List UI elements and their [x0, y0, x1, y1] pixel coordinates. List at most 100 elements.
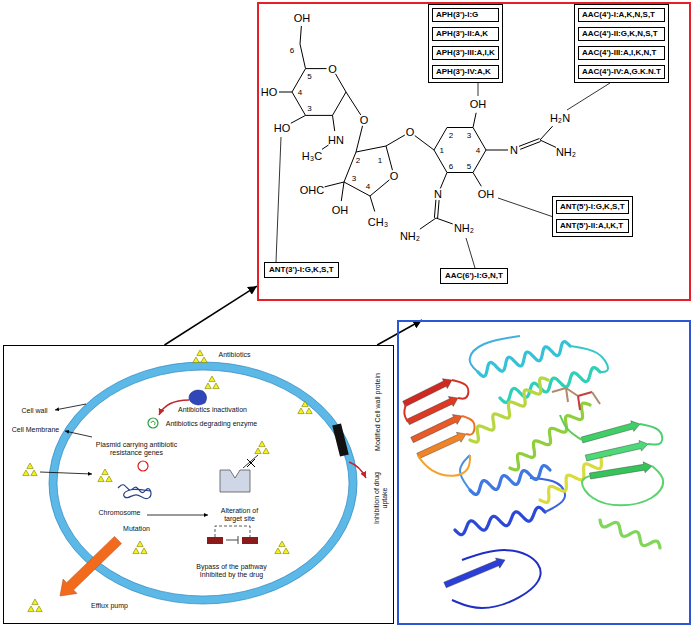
- cell-label: Plasmid carrying antibiotic resistance g…: [83, 441, 191, 457]
- chemical-bond: [540, 140, 556, 147]
- ligand-stick: [566, 388, 568, 402]
- text-anchor: 3: [467, 130, 471, 139]
- chemical-bond: [434, 200, 436, 218]
- text-anchor: NH₂: [454, 222, 474, 234]
- cell-label: Efflux pump: [91, 602, 128, 610]
- antibiotic-triangles: [298, 401, 312, 414]
- antibiotic-triangle: [23, 470, 29, 476]
- chemical-bond: [473, 113, 476, 128]
- leader-line: [567, 83, 610, 110]
- coil: [560, 415, 582, 440]
- atom-label: CH₃: [368, 216, 388, 228]
- chemical-bond: [370, 180, 389, 196]
- antibiotic-triangle: [255, 448, 261, 454]
- atom-number: 1: [440, 146, 444, 155]
- atom-number: 2: [449, 130, 453, 139]
- antibiotic-triangles: [255, 441, 269, 454]
- antibiotic-triangle: [259, 441, 265, 447]
- antibiotic-triangle: [275, 548, 281, 554]
- antibiotic-triangle: [193, 357, 199, 363]
- leader-line: [466, 238, 475, 268]
- text-anchor: O: [360, 114, 369, 126]
- atom-label: OHC: [300, 184, 324, 196]
- target-site: [220, 470, 250, 492]
- enzyme-label: APH(3')-IV:A,K: [432, 65, 499, 79]
- text-anchor: HO: [274, 122, 291, 134]
- text-anchor: O: [328, 63, 337, 75]
- text-anchor: Antibiotics degrading enzyme: [166, 420, 257, 428]
- degraded-antibiotic-swirl: [151, 421, 155, 425]
- chemical-structure: [279, 26, 556, 229]
- atom-number: 4: [366, 182, 370, 191]
- enzyme-label: AAC(4')-I:A,K,N,S,T: [578, 8, 665, 22]
- antibiotic-triangle: [31, 470, 37, 476]
- atom-number: 4: [298, 88, 302, 97]
- atom-label: N: [434, 188, 442, 200]
- cell-label: Chromosome: [98, 509, 140, 517]
- text-anchor: Inhibition of drug uptake: [373, 472, 389, 524]
- coil: [582, 466, 663, 505]
- enzyme-leaders: [276, 83, 610, 268]
- atom-label: HO: [261, 86, 278, 98]
- chemical-bond: [333, 92, 347, 115]
- coil: [640, 424, 662, 445]
- text-anchor: OH: [332, 204, 349, 216]
- chemical-bond: [306, 68, 327, 69]
- text-anchor: OH: [294, 12, 311, 24]
- text-anchor: Modified Cell wall protein: [374, 373, 382, 451]
- leader-arrow: [55, 404, 86, 410]
- degraded-antibiotic: [148, 418, 158, 428]
- chemical-bond: [415, 136, 434, 150]
- chemical-bond: [386, 135, 405, 146]
- degrading-enzyme: [189, 390, 207, 405]
- atom-number: 4: [476, 146, 480, 155]
- text-anchor: HN: [328, 134, 344, 146]
- text-anchor: 2: [449, 130, 453, 139]
- antibiotic-triangles: [28, 599, 42, 612]
- modified-wall-protein: [332, 423, 348, 456]
- text-anchor: Antibiotics: [219, 351, 251, 359]
- beta-strand: [581, 421, 640, 443]
- beta-strand: [585, 440, 648, 461]
- text-anchor: O: [390, 170, 399, 182]
- coil: [570, 346, 608, 372]
- text-anchor: 2: [356, 156, 360, 165]
- chemical-bond: [279, 92, 292, 93]
- text-anchor: Chromosome: [98, 509, 140, 517]
- chemical-bond: [344, 152, 356, 182]
- arrow-connector: [377, 320, 422, 345]
- atom-label: N: [510, 144, 518, 156]
- cell-label: Mutation: [123, 525, 150, 533]
- chemical-bond: [346, 92, 361, 115]
- alpha-helix: [510, 403, 590, 470]
- enzyme-box: ANT(5')-I:G,K,S,TANT(5')-II:A,I,K,T: [552, 196, 633, 237]
- antibiotic-triangle: [141, 548, 147, 554]
- chemical-bond: [436, 218, 453, 224]
- antibiotic-triangle: [213, 383, 219, 389]
- alpha-helix: [455, 507, 545, 534]
- uptake-block-arrow: [349, 462, 366, 478]
- chemical-bond: [322, 145, 329, 149]
- chemical-bond: [333, 115, 335, 131]
- atom-number: 2: [356, 156, 360, 165]
- antibiotic-triangle: [36, 606, 42, 612]
- enzyme-label: APH(3')-II:A,K: [432, 27, 499, 41]
- antibiotic-triangle: [263, 448, 269, 454]
- atom-label: OH: [294, 12, 311, 24]
- enzyme-label: AAC(6')-I:G,N,T: [445, 271, 503, 281]
- cell-label: Bypass of the pathway Inhibited by the d…: [189, 563, 274, 579]
- inhibition-bar: [226, 536, 238, 544]
- text-anchor: N: [510, 144, 518, 156]
- text-anchor: 1: [378, 156, 382, 165]
- enzyme-box: APH(3')-I:GAPH(3')-II:A,KAPH(3')-III:A,I…: [428, 4, 503, 83]
- antibiotic-triangle: [298, 408, 304, 414]
- text-anchor: Plasmid carrying antibiotic resistance g…: [83, 441, 191, 457]
- cell-label: Inhibition of drug uptake: [373, 472, 389, 524]
- cell-label: Cell wall: [21, 407, 47, 415]
- efflux-pump-arrow: [60, 536, 122, 596]
- enzyme-label: AAC(4')-II:G,K,N,S,T: [578, 27, 665, 41]
- text-anchor: Cell wall: [21, 407, 47, 415]
- chemical-bond: [335, 74, 346, 92]
- enzyme-label: ANT(5')-I:G,K,S,T: [556, 200, 629, 214]
